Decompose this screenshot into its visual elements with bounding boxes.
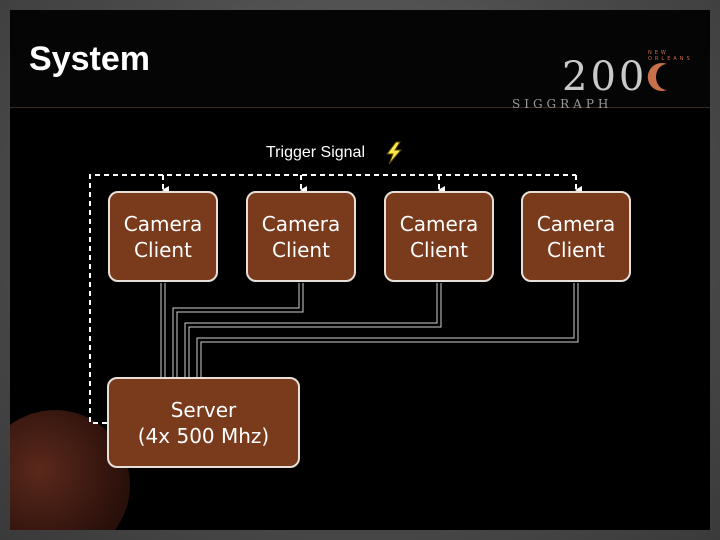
logo-name: SIGGRAPH [512, 97, 613, 111]
network-wires [160, 283, 579, 377]
logo-year: 200 [562, 54, 673, 100]
server-node: Server(4x 500 Mhz) [107, 377, 300, 468]
trigger-signal-line [89, 174, 582, 424]
lightning-bolt-icon [386, 141, 403, 165]
siggraph-logo: NEW ORLEANS 200 SIGGRAPH [500, 48, 710, 111]
trigger-signal-label: Trigger Signal [266, 144, 366, 161]
crescent-icon [648, 63, 668, 91]
logo-city: NEW ORLEANS [648, 50, 693, 62]
header-bar [10, 10, 710, 108]
connection-wires [89, 174, 582, 424]
slide: System NEW ORLEANS 200 SIGGRAPH [10, 10, 710, 530]
slide-title: System [29, 40, 150, 78]
